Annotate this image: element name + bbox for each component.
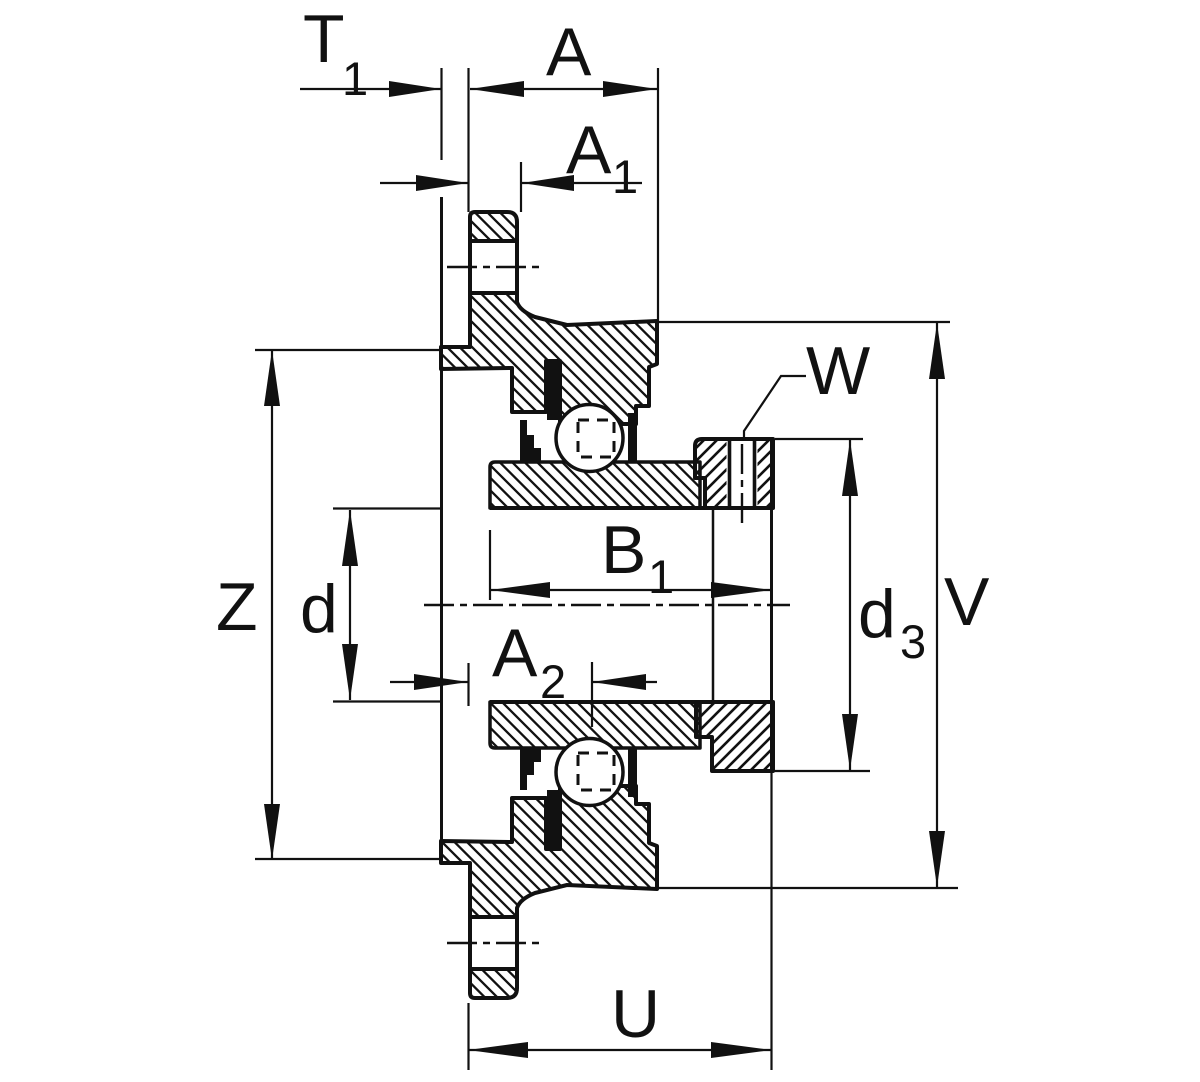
leader-w [742, 374, 806, 440]
arrow-b1-left [490, 582, 550, 598]
arrow-d-top [342, 510, 358, 566]
dim-label-w: W [806, 333, 870, 409]
dim-label-a2: A 2 [492, 615, 566, 708]
dim-label-b1: B 1 [601, 512, 674, 603]
dim-label-v-base: V [944, 564, 990, 640]
arrowheads [264, 81, 945, 1058]
dim-label-a1-sub: 1 [612, 150, 638, 203]
dim-label-d3-base: d [858, 576, 896, 652]
dim-label-d: d [300, 571, 338, 647]
dim-label-t1: T 1 [303, 1, 368, 105]
dim-label-b1-sub: 1 [648, 550, 674, 603]
arrow-a1-left [416, 175, 468, 191]
ball-lower [554, 736, 625, 808]
dim-label-w-base: W [806, 333, 870, 409]
dim-label-u: U [611, 976, 660, 1052]
cage-bar-upper-right [628, 413, 637, 462]
dim-label-a: A [546, 14, 592, 90]
bearing-balls [554, 402, 625, 808]
arrow-t1 [389, 81, 441, 97]
dim-label-d3: d 3 [858, 576, 926, 668]
flange-top-ear [468, 210, 519, 243]
arrow-u-right [711, 1042, 771, 1058]
seal-and-cage-details [520, 362, 637, 848]
dim-label-d3-sub: 3 [900, 615, 926, 668]
part-edges [440, 197, 773, 969]
cage-bar-lower-left [547, 790, 558, 848]
arrow-a-left [470, 81, 524, 97]
arrow-a-right [603, 81, 657, 97]
dim-label-z-base: Z [216, 569, 258, 645]
arrow-a2-left [414, 674, 468, 690]
inner-ring-upper [488, 460, 702, 510]
arrow-u-left [468, 1042, 528, 1058]
arrow-a2-right [592, 674, 646, 690]
ball-upper [554, 402, 625, 474]
dim-label-b1-base: B [601, 512, 646, 588]
dim-label-a2-sub: 2 [540, 655, 566, 708]
arrow-v-bottom [929, 831, 945, 887]
arrow-d3-top [842, 440, 858, 496]
dim-label-a1-base: A [566, 112, 612, 188]
dim-label-u-base: U [611, 976, 660, 1052]
dim-label-z: Z [216, 569, 258, 645]
dim-label-t1-sub: 1 [342, 52, 368, 105]
arrow-z-top [264, 350, 280, 406]
arrow-d-bottom [342, 644, 358, 700]
arrow-z-bottom [264, 804, 280, 860]
dim-label-a1: A 1 [566, 112, 638, 203]
arrow-b1-right [711, 582, 771, 598]
dim-label-d-base: d [300, 571, 338, 647]
cage-bar-lower-right [628, 748, 637, 797]
dim-label-v: V [944, 564, 990, 640]
dimension-labels: T 1 A A 1 W B 1 A 2 Z d d 3 [216, 1, 990, 1052]
flange-bottom-ear [468, 967, 519, 1000]
arrow-a1-right [522, 175, 574, 191]
dim-label-a2-base: A [492, 615, 538, 691]
seal-steps-upper [520, 420, 541, 462]
centerlines [424, 265, 790, 945]
dim-label-t1-base: T [303, 1, 345, 77]
cage-bar-upper-left [547, 362, 558, 420]
arrow-d3-bottom [842, 714, 858, 770]
arrow-v-top [929, 323, 945, 379]
dim-label-a-base: A [546, 14, 592, 90]
seal-steps-lower [520, 748, 541, 790]
